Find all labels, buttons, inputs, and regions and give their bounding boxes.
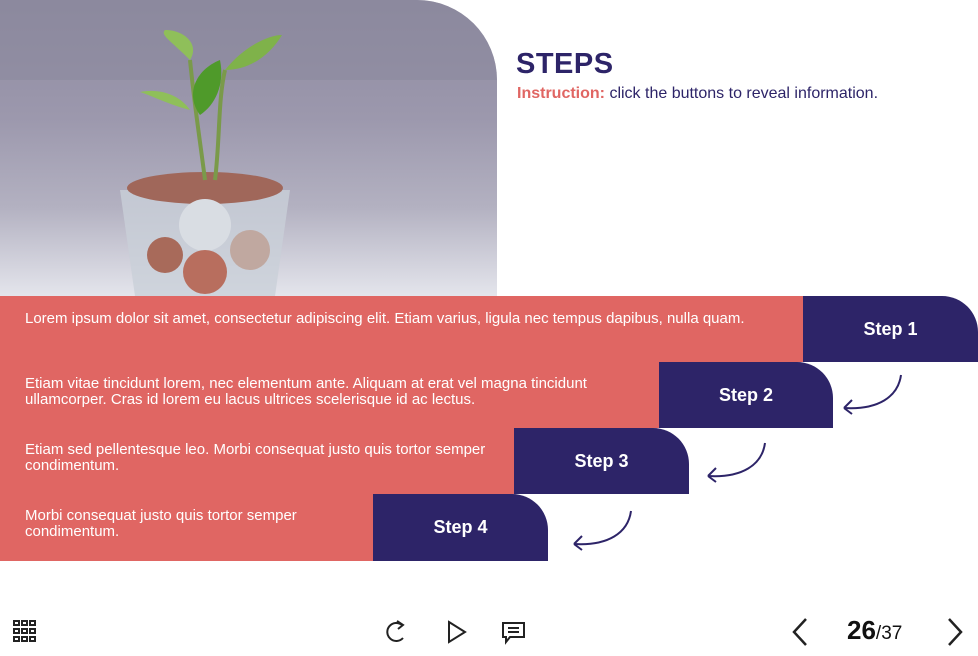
play-icon[interactable]: [446, 620, 468, 644]
step-4-button[interactable]: Step 4: [373, 494, 548, 561]
menu-grid-icon[interactable]: [13, 620, 37, 642]
step-1-text: Lorem ipsum dolor sit amet, consectetur …: [25, 310, 745, 327]
total-pages: /37: [875, 623, 903, 644]
step-2-content: [0, 362, 659, 428]
curved-arrow-icon: [707, 442, 766, 483]
instruction-label: Instruction:: [517, 85, 605, 102]
plant-jar-illustration: [0, 0, 497, 296]
instruction-text: click the buttons to reveal information.: [605, 85, 879, 102]
step-2-text: Etiam vitae tincidunt lorem, nec element…: [25, 375, 587, 408]
instruction: Instruction: click the buttons to reveal…: [517, 85, 878, 103]
step-1-content: [0, 296, 803, 362]
comment-icon[interactable]: [501, 621, 527, 645]
plant-coins-photo: [0, 0, 497, 296]
step-3-text: Etiam sed pellentesque leo. Morbi conseq…: [25, 441, 486, 474]
next-chevron-icon[interactable]: [945, 617, 965, 647]
replay-icon[interactable]: [384, 619, 408, 645]
step-4-text: Morbi consequat justo quis tortor semper…: [25, 507, 297, 540]
current-page: 26: [847, 615, 876, 645]
step-1-button[interactable]: Step 1: [803, 296, 978, 362]
page-title: STEPS: [516, 48, 614, 80]
step-3-button[interactable]: Step 3: [514, 428, 689, 494]
step-2-button[interactable]: Step 2: [659, 362, 833, 428]
curved-arrow-icon: [843, 374, 902, 415]
page-counter: 26/37: [847, 615, 902, 646]
curved-arrow-icon: [573, 510, 632, 551]
step-3-content: [0, 428, 514, 494]
previous-chevron-icon[interactable]: [790, 617, 810, 647]
step-4-content: [0, 494, 373, 561]
